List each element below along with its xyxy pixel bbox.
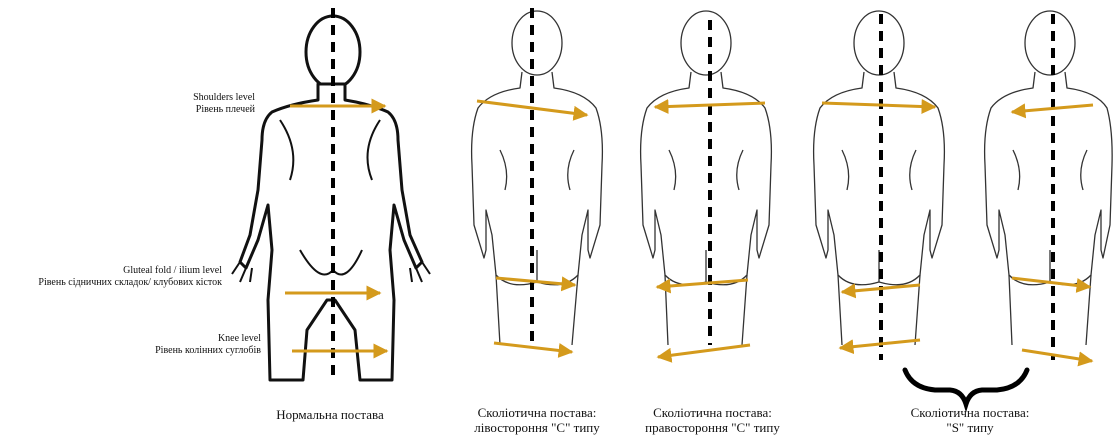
caption-c-left: Сколіотична постава: лівостороння "С" ти…	[452, 405, 622, 435]
gluteal-level-uk: Рівень сідничних складок/ клубових кісто…	[0, 277, 222, 289]
caption-s-type-line2: "S" типу	[885, 420, 1055, 435]
knee-arrow	[494, 343, 572, 352]
caption-c-right-line2: правостороння "С" типу	[625, 420, 800, 435]
caption-c-right: Сколіотична постава: правостороння "С" т…	[625, 405, 800, 435]
gluteal-level-label: Gluteal fold / ilium level Рівень сіднич…	[0, 265, 222, 289]
figure-c-right	[641, 11, 772, 345]
figure-s-type-b	[985, 11, 1113, 345]
shoulders-arrow	[822, 103, 935, 107]
shoulders-arrow	[655, 103, 765, 107]
figure-normal-posture	[232, 8, 430, 380]
caption-s-type: Сколіотична постава: "S" типу	[885, 405, 1055, 435]
knee-level-uk: Рівень колінних суглобів	[135, 345, 261, 357]
caption-s-type-line1: Сколіотична постава:	[885, 405, 1055, 420]
knee-level-en: Knee level	[135, 333, 261, 345]
knee-arrow	[1022, 350, 1092, 361]
figure-c-left	[472, 11, 603, 345]
gluteal-arrow	[496, 278, 575, 285]
shoulders-level-en: Shoulders level	[135, 92, 255, 104]
caption-normal: Нормальна постава	[250, 407, 410, 422]
caption-c-right-line1: Сколіотична постава:	[625, 405, 800, 420]
caption-normal-line1: Нормальна постава	[250, 407, 410, 422]
knee-level-label: Knee level Рівень колінних суглобів	[135, 333, 261, 357]
shoulders-level-uk: Рівень плечей	[135, 104, 255, 116]
s-type-brace	[905, 370, 1027, 404]
knee-arrow	[658, 345, 750, 357]
shoulders-level-label: Shoulders level Рівень плечей	[135, 92, 255, 116]
gluteal-level-en: Gluteal fold / ilium level	[0, 265, 222, 277]
caption-c-left-line1: Сколіотична постава:	[452, 405, 622, 420]
caption-c-left-line2: лівостороння "С" типу	[452, 420, 622, 435]
